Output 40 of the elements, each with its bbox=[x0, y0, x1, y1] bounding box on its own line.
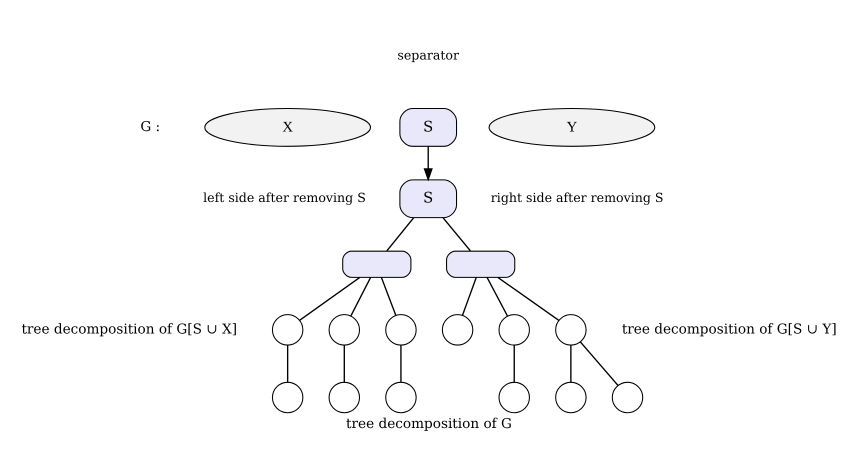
node-circle bbox=[498, 314, 530, 346]
connector bbox=[486, 276, 508, 316]
label: tree decomposition of G[S ∪ Y] bbox=[622, 320, 837, 337]
node-ellipse: X bbox=[204, 108, 372, 146]
node-circle bbox=[272, 314, 304, 346]
connector bbox=[570, 344, 572, 382]
connector bbox=[462, 276, 477, 316]
node-box: S bbox=[399, 178, 458, 218]
connector bbox=[299, 276, 360, 320]
node-circle bbox=[328, 381, 360, 413]
node-circle bbox=[555, 314, 587, 346]
node-circle bbox=[385, 314, 417, 346]
node-box bbox=[446, 250, 516, 278]
connector bbox=[380, 276, 396, 316]
caption: tree decomposition of G bbox=[346, 415, 512, 432]
node-circle bbox=[442, 314, 474, 346]
node-circle bbox=[385, 381, 417, 413]
label: tree decomposition of G[S ∪ X] bbox=[21, 320, 238, 337]
connector bbox=[400, 344, 402, 382]
node-circle bbox=[555, 381, 587, 413]
node-circle bbox=[612, 381, 644, 413]
connector bbox=[580, 341, 619, 386]
node-label: separator bbox=[397, 46, 460, 62]
connector bbox=[442, 216, 471, 251]
node-circle bbox=[498, 381, 530, 413]
connector bbox=[498, 276, 560, 320]
arrow bbox=[424, 146, 433, 181]
connector bbox=[286, 344, 288, 382]
node-circle bbox=[272, 381, 304, 413]
connector bbox=[514, 344, 515, 382]
node-label: left side after removing S bbox=[203, 189, 366, 204]
node-box bbox=[342, 250, 412, 278]
node-label: right side after removing S bbox=[490, 189, 664, 204]
node-circle bbox=[328, 314, 360, 346]
connector bbox=[350, 276, 372, 316]
label: G : bbox=[140, 118, 160, 134]
node-box: S bbox=[399, 108, 458, 146]
connector bbox=[386, 216, 414, 251]
node-ellipse: Y bbox=[488, 108, 656, 146]
connector bbox=[344, 344, 345, 382]
